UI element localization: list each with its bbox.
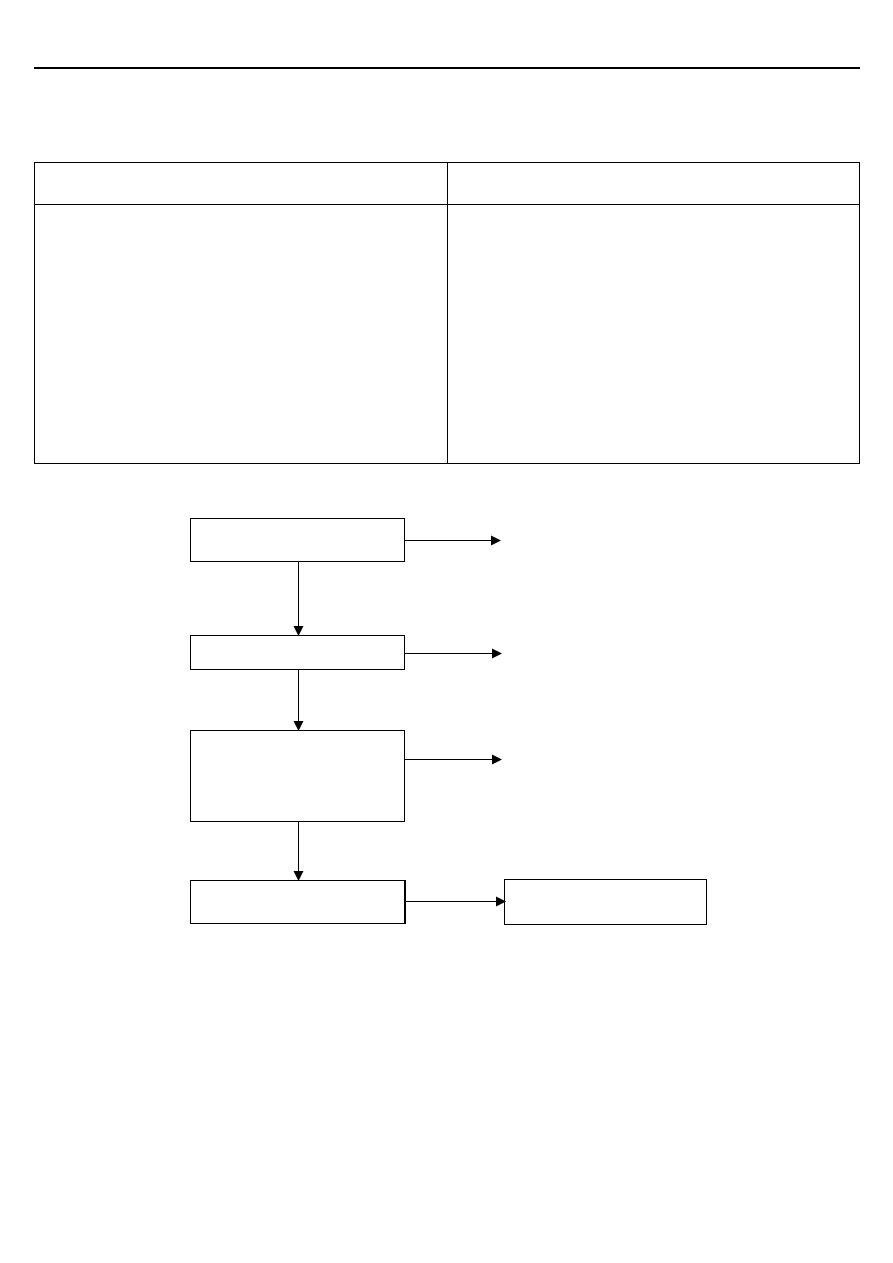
- table-header-row: [34, 162, 860, 205]
- flow-box-2: [190, 635, 405, 670]
- flow-box-1: [190, 518, 405, 562]
- table-cell-right: [446, 204, 860, 464]
- table-row: [34, 204, 860, 464]
- info-table: [34, 162, 860, 464]
- header-rule: [34, 67, 860, 69]
- flow-box-4: [190, 880, 405, 924]
- table-cell-left: [34, 204, 448, 464]
- flow-result-box: [504, 879, 707, 925]
- flow-box-3: [190, 730, 405, 822]
